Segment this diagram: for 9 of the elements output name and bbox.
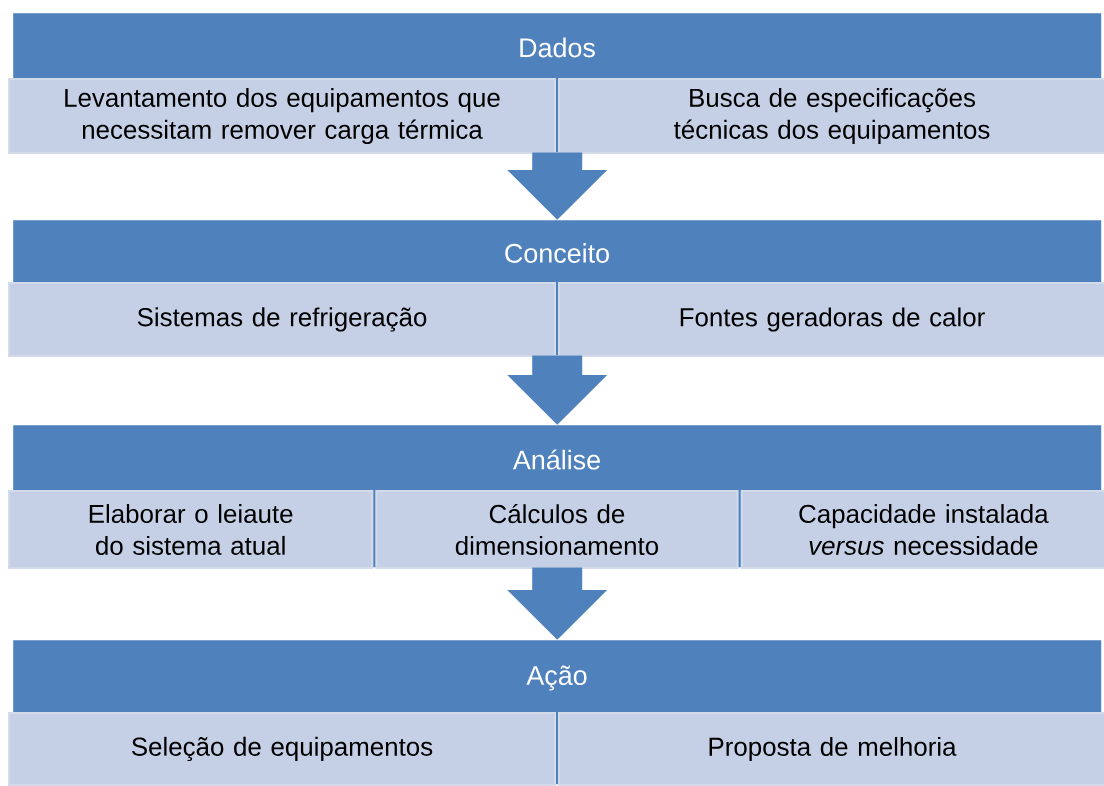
process-box: Seleção de equipamentos [8, 712, 556, 786]
process-box: Busca de especificações técnicas dos equipamentos [558, 78, 1104, 154]
process-box: Levantamento dos equipamentos que necessitam remover carga térmica [8, 78, 556, 154]
process-box: Sistemas de refrigeração [8, 282, 556, 357]
process-box: Elaborar o leiaute do sistema atual [8, 490, 374, 569]
process-box: Cálculos de dimensionamento [375, 490, 739, 569]
process-box: Capacidade instalada versus necessidade [740, 490, 1104, 569]
process-box: Fontes geradoras de calor [558, 282, 1104, 357]
process-box: Proposta de melhoria [558, 712, 1104, 786]
